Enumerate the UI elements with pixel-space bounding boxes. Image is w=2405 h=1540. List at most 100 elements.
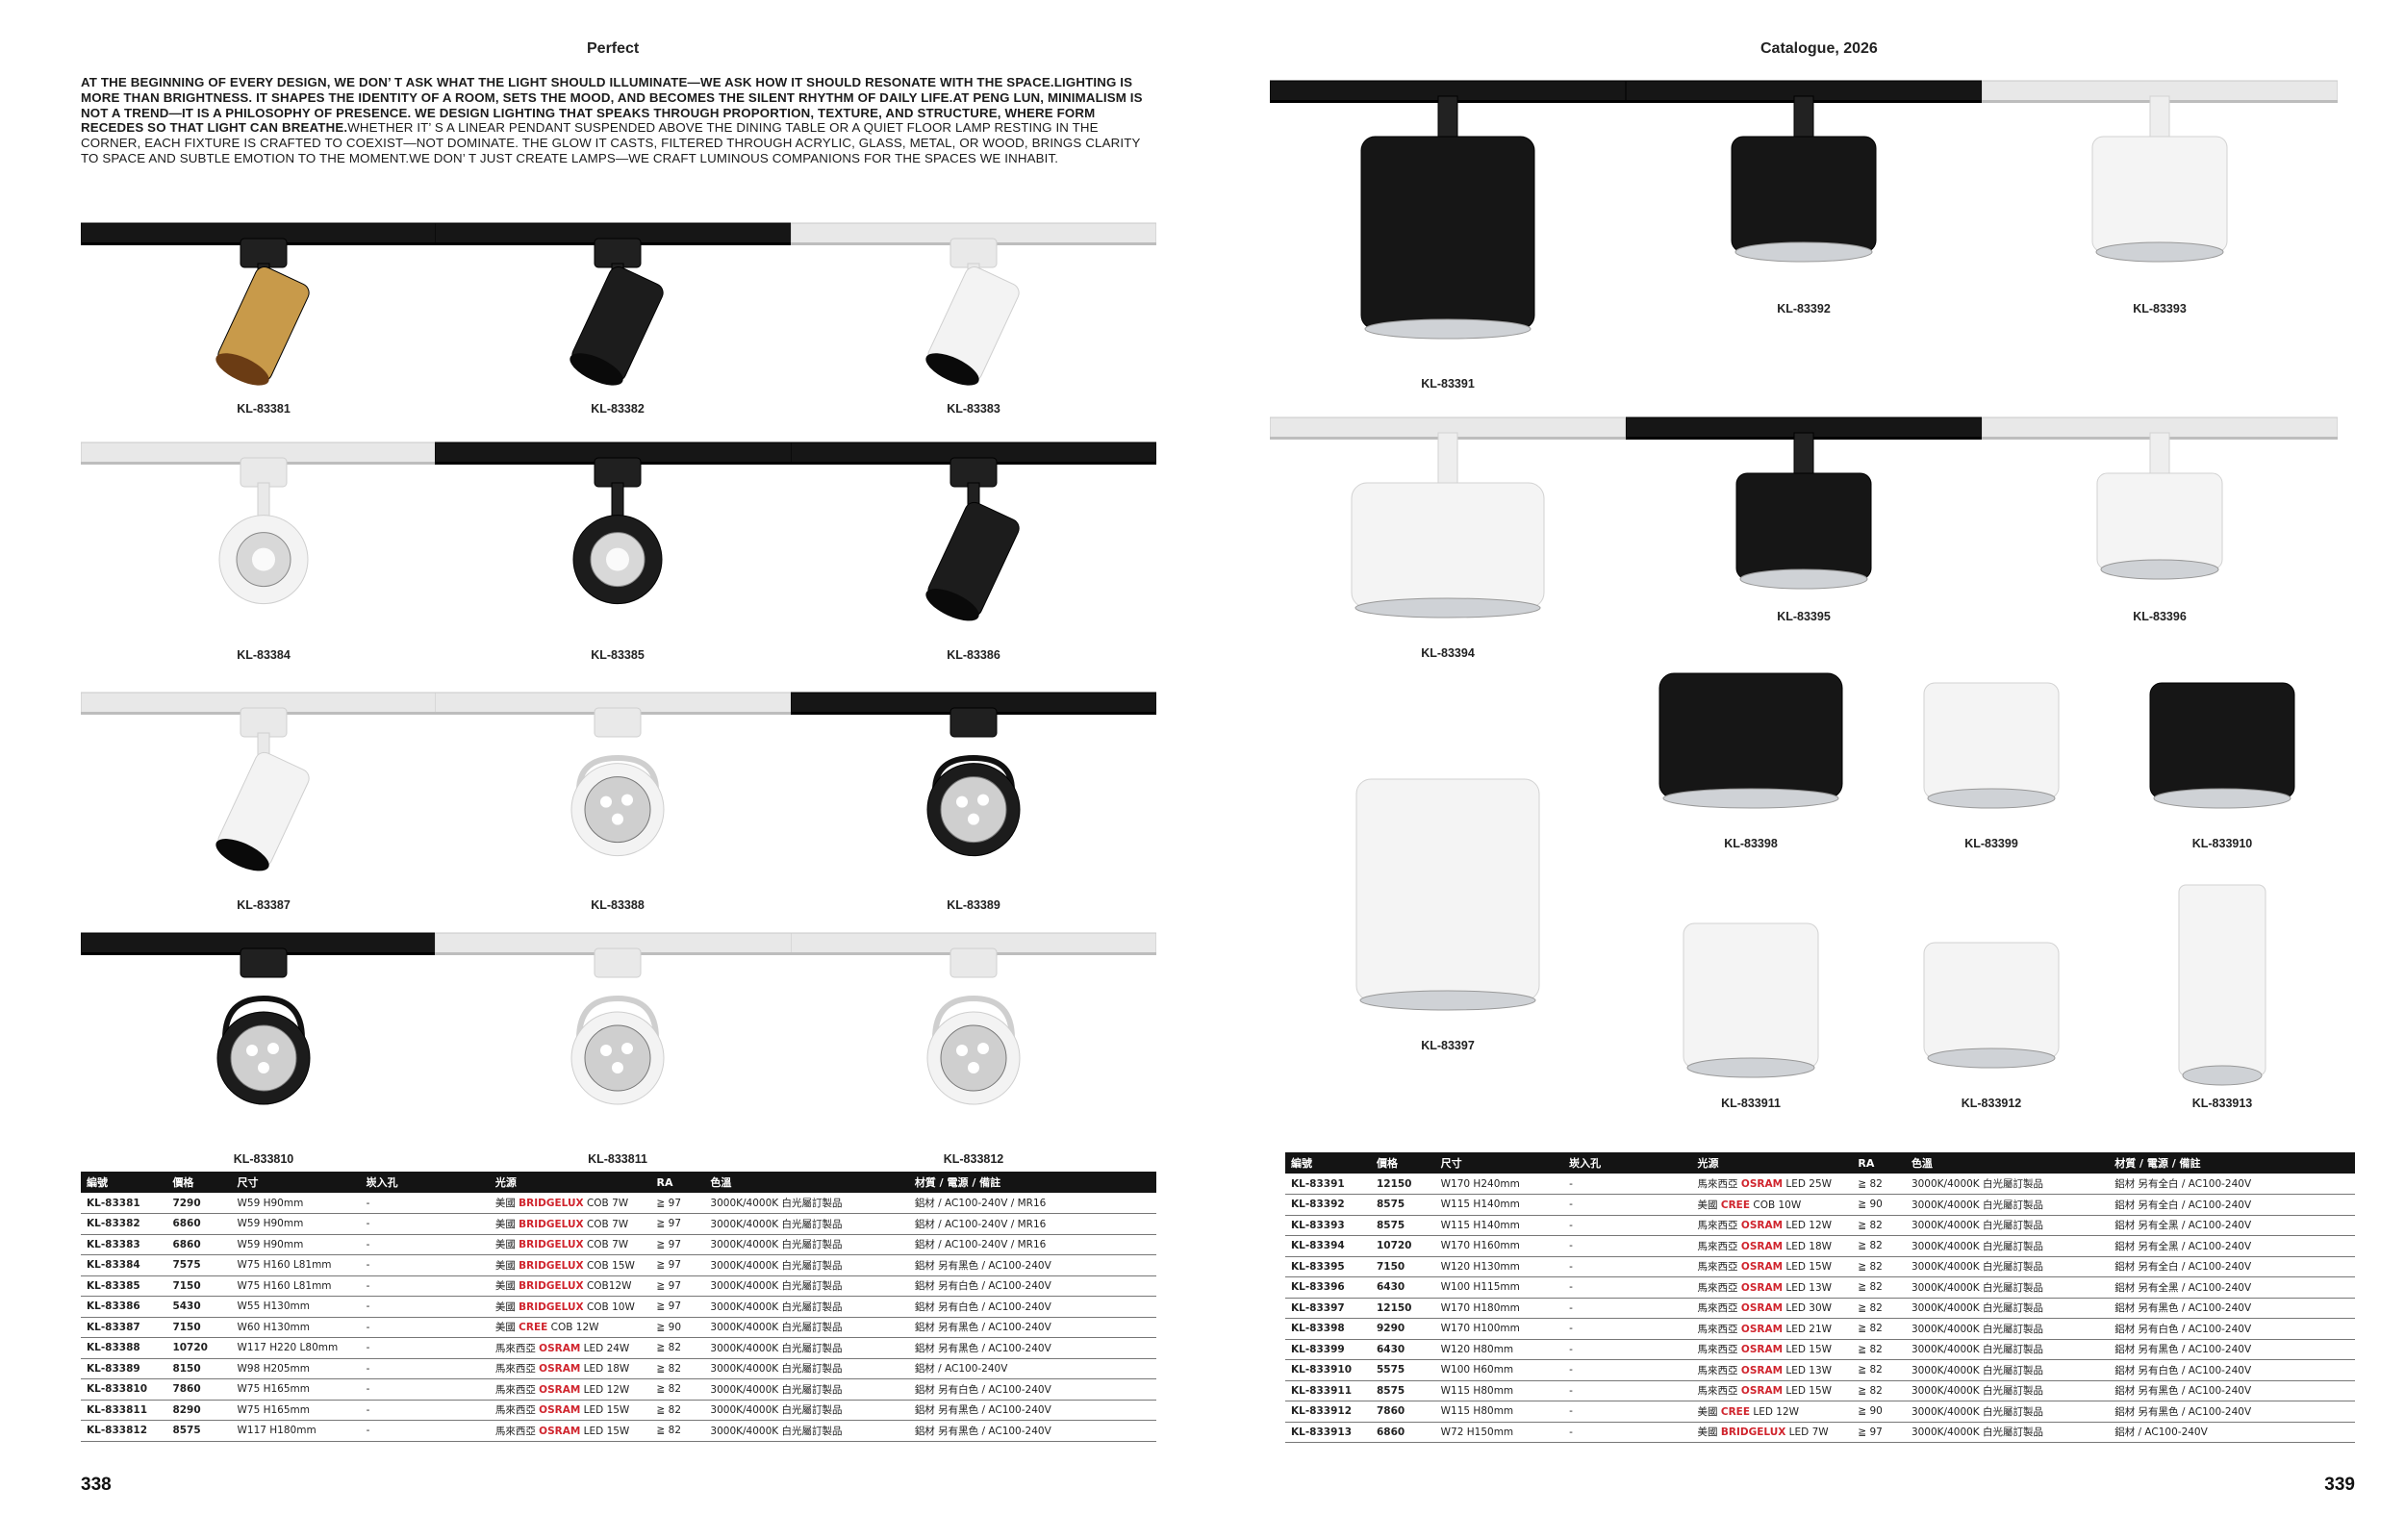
cell-price: 8575 xyxy=(1370,1194,1435,1216)
product-label: KL-833910 xyxy=(2191,837,2253,850)
brand-name: OSRAM xyxy=(1740,1281,1784,1294)
cell-light-source: 馬來西亞 OSRAM LED 30W xyxy=(1691,1298,1853,1319)
cell-model: KL-833910 xyxy=(1285,1359,1371,1381)
cell-price: 6860 xyxy=(1370,1422,1435,1443)
cell-cutout: - xyxy=(360,1275,490,1297)
cell-note: 鋁材 另有黑色 / AC100-240V xyxy=(2109,1380,2355,1401)
cell-light-source: 美國 BRIDGELUX COB 7W xyxy=(489,1234,651,1255)
cell-cutout: - xyxy=(360,1337,490,1359)
cell-cutout: - xyxy=(1563,1359,1692,1381)
cell-note: 鋁材 另有全黑 / AC100-240V xyxy=(2109,1235,2355,1257)
product-cell: KL-83397 xyxy=(1270,770,1626,1058)
product-cell: KL-833812 xyxy=(791,931,1156,1172)
cell-light-source: 馬來西亞 OSRAM LED 25W xyxy=(1691,1174,1853,1195)
cell-cutout: - xyxy=(1563,1174,1692,1195)
cell-cct: 3000K/4000K 白光屬訂製品 xyxy=(1905,1215,2110,1236)
cell-cct: 3000K/4000K 白光屬訂製品 xyxy=(704,1275,909,1297)
brand-name: BRIDGELUX xyxy=(1720,1426,1786,1439)
cell-ra: ≧ 97 xyxy=(650,1254,705,1276)
cell-cct: 3000K/4000K 白光屬訂製品 xyxy=(1905,1422,2110,1443)
cell-cutout: - xyxy=(360,1254,490,1276)
running-head: Perfect xyxy=(587,40,640,57)
cell-size: W75 H165mm xyxy=(231,1378,361,1401)
cell-ra: ≧ 82 xyxy=(1852,1318,1906,1340)
product-photo xyxy=(791,692,1156,857)
cell-price: 7860 xyxy=(1370,1401,1435,1423)
product-cell: KL-83394 xyxy=(1270,416,1626,666)
cell-cct: 3000K/4000K 白光屬訂製品 xyxy=(1905,1174,2110,1195)
brand-name: OSRAM xyxy=(1740,1364,1784,1376)
product-label: KL-83393 xyxy=(2133,302,2187,316)
cell-cct: 3000K/4000K 白光屬訂製品 xyxy=(1905,1401,2110,1423)
cell-note: 鋁材 另有黑色 / AC100-240V xyxy=(2109,1298,2355,1319)
brand-name: BRIDGELUX xyxy=(519,1300,584,1313)
table-header-cell: 編號 xyxy=(1285,1152,1371,1174)
brand-name: OSRAM xyxy=(539,1342,581,1354)
product-label: KL-833812 xyxy=(943,1152,1004,1166)
cell-cct: 3000K/4000K 白光屬訂製品 xyxy=(704,1296,909,1318)
intro-regular: WHETHER IT’ S A LINEAR PENDANT SUSPENDED… xyxy=(81,120,1141,165)
cell-note: 鋁材 另有黑色 / AC100-240V xyxy=(2109,1401,2355,1423)
cell-size: W75 H165mm xyxy=(231,1400,361,1421)
product-label: KL-83383 xyxy=(947,402,1000,416)
product-label: KL-833810 xyxy=(233,1152,294,1166)
cell-size: W60 H130mm xyxy=(231,1317,361,1338)
cell-model: KL-83389 xyxy=(81,1358,167,1379)
cell-model: KL-83395 xyxy=(1285,1256,1371,1277)
cell-cutout: - xyxy=(1563,1256,1692,1277)
cell-note: 鋁材 另有黑色 / AC100-240V xyxy=(2109,1339,2355,1360)
product-label: KL-83395 xyxy=(1777,610,1831,623)
cell-cutout: - xyxy=(360,1193,490,1214)
cell-ra: ≧ 82 xyxy=(1852,1215,1906,1236)
cell-note: 鋁材 另有全白 / AC100-240V xyxy=(2109,1256,2355,1277)
cell-cutout: - xyxy=(1563,1422,1692,1443)
cell-price: 8290 xyxy=(166,1400,232,1421)
cell-cutout: - xyxy=(1563,1276,1692,1299)
cell-size: W59 H90mm xyxy=(231,1193,361,1214)
product-label: KL-833913 xyxy=(2191,1097,2253,1110)
cell-size: W59 H90mm xyxy=(231,1234,361,1255)
brand-name: OSRAM xyxy=(539,1404,581,1417)
cell-size: W117 H180mm xyxy=(231,1420,361,1442)
cell-light-source: 馬來西亞 OSRAM LED 24W xyxy=(489,1337,651,1359)
product-photo xyxy=(1626,80,1982,263)
cell-model: KL-83399 xyxy=(1285,1339,1371,1360)
cell-price: 5430 xyxy=(166,1296,232,1318)
cell-price: 6430 xyxy=(1370,1339,1435,1360)
product-label: KL-83388 xyxy=(591,898,645,912)
product-photo xyxy=(435,932,800,1105)
cell-cutout: - xyxy=(1563,1380,1692,1401)
cell-cct: 3000K/4000K 白光屬訂製品 xyxy=(704,1400,909,1421)
intro-text: AT THE BEGINNING OF EVERY DESIGN, WE DON… xyxy=(81,75,1156,166)
product-label: KL-83381 xyxy=(237,402,291,416)
cell-size: W115 H80mm xyxy=(1434,1401,1564,1423)
cell-light-source: 馬來西亞 OSRAM LED 15W xyxy=(1691,1256,1853,1277)
product-photo xyxy=(1658,672,1843,809)
right-page: Catalogue, 2026 KL-83391 KL-83392 KL-833… xyxy=(1202,0,2405,1540)
cell-light-source: 美國 BRIDGELUX COB12W xyxy=(489,1275,651,1297)
brand-name: BRIDGELUX xyxy=(519,1218,584,1230)
product-label: KL-83398 xyxy=(1724,837,1778,850)
brand-name: BRIDGELUX xyxy=(519,1280,584,1293)
product-cell: KL-83398 xyxy=(1626,664,1876,856)
table-header-cell: 色溫 xyxy=(704,1172,909,1193)
product-label: KL-833911 xyxy=(1721,1097,1781,1110)
table-header-cell: RA xyxy=(1852,1152,1906,1174)
cell-cutout: - xyxy=(1563,1318,1692,1340)
cell-size: W170 H160mm xyxy=(1434,1235,1564,1257)
cell-cutout: - xyxy=(1563,1235,1692,1257)
cell-cct: 3000K/4000K 白光屬訂製品 xyxy=(1905,1359,2110,1381)
cell-size: W75 H160 L81mm xyxy=(231,1275,361,1297)
cell-size: W170 H100mm xyxy=(1434,1318,1564,1340)
cell-note: 鋁材 另有全白 / AC100-240V xyxy=(2109,1194,2355,1216)
product-photo xyxy=(1270,80,1626,340)
cell-light-source: 馬來西亞 OSRAM LED 18W xyxy=(489,1358,651,1379)
